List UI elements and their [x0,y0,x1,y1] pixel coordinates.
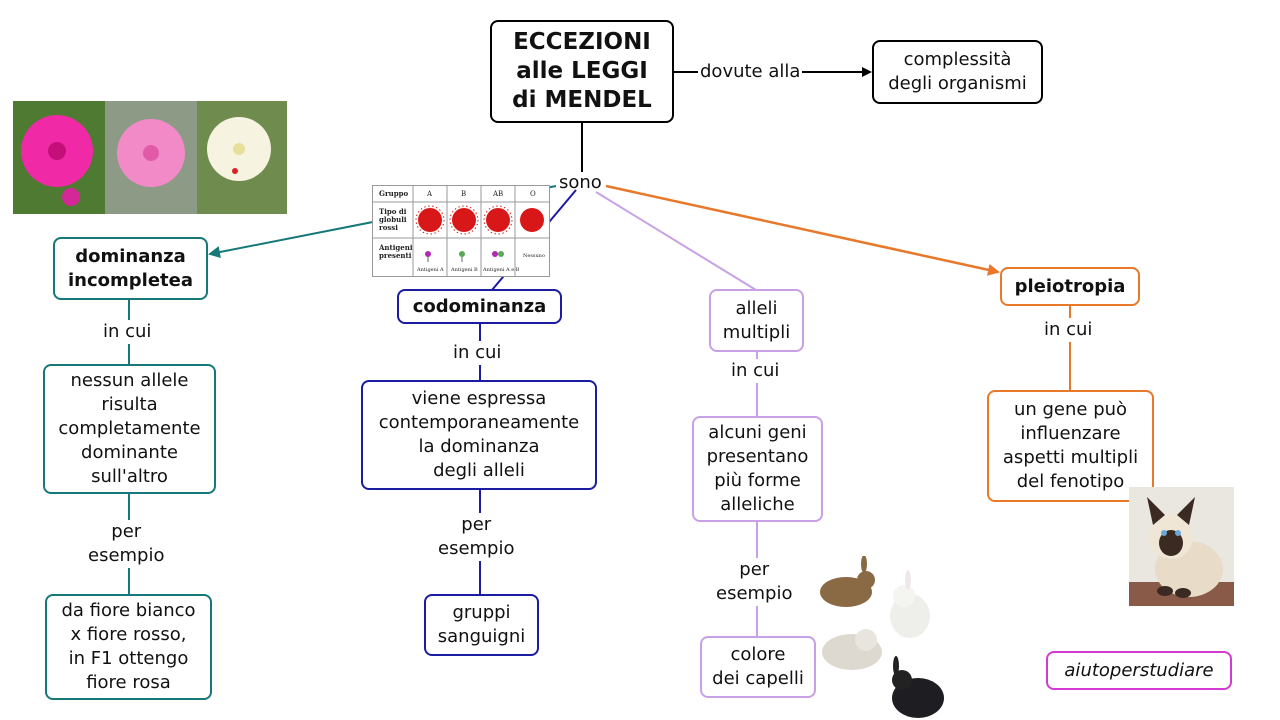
codominance-example: gruppi sanguigni [437,602,526,647]
codominance-title-node: codominanza [397,289,562,324]
brown-rabbit [820,556,875,607]
blood-group-a: A [427,190,433,198]
blood-group-o: O [530,190,536,198]
red-cell-ab [483,205,513,235]
red-cell-o [520,208,544,232]
multiple-title-node: alleli multipli [709,289,804,352]
codominance-link1: in cui [451,341,504,365]
watermark-text: aiutoperstudiare [1064,659,1214,681]
blood-group-table: Gruppo A B AB O Tipo di globuli rossi An… [372,185,550,277]
codominance-title: codominanza [412,295,547,317]
blood-table-header: Gruppo [379,189,409,198]
antigen-none: Nessuno [523,253,545,259]
blood-group-ab: AB [493,190,504,198]
cause-node: complessità degli organismi [872,40,1043,104]
incomplete-example: da fiore bianco x fiore rosso, in F1 ott… [61,600,196,693]
incomplete-desc: nessun allele risulta completamente domi… [58,370,201,487]
white-rabbit [890,570,930,638]
label-dovute-alla: dovute alla [698,60,803,84]
red-cell-b [449,205,479,235]
antigen-a: Antigeni A [417,267,444,273]
multiple-link2: per esempio [714,558,795,606]
incomplete-desc-node: nessun allele risulta completamente domi… [43,364,216,494]
incomplete-title: dominanza incompletea [68,245,193,291]
rabbits-photo [816,556,946,720]
pleiotropy-desc: un gene può influenzare aspetti multipli… [1002,399,1139,492]
multiple-example: colore dei capelli [712,644,804,689]
fluffy-rabbit [822,629,882,670]
red-cell-a [415,205,445,235]
blood-group-b: B [461,190,467,198]
incomplete-link2: per esempio [86,520,167,568]
pleiotropy-title-node: pleiotropia [1000,267,1140,306]
codominance-desc: viene espressa contemporaneamente la dom… [378,388,580,481]
incomplete-title-node: dominanza incompletea [53,237,208,300]
incomplete-example-node: da fiore bianco x fiore rosso, in F1 ott… [45,594,212,700]
pleiotropy-link1: in cui [1042,318,1095,342]
codominance-link2: per esempio [436,513,517,561]
incomplete-link1: in cui [101,320,154,344]
blood-table-row1: Tipo di globuli rossi [379,207,407,232]
blood-table-row2: Antigeni presenti [379,243,413,260]
antigen-ab: Antigeni A e B [483,267,520,273]
label-sono: sono [559,172,602,193]
multiple-desc-node: alcuni geni presentano più forme allelic… [692,416,823,522]
multiple-title: alleli multipli [722,297,791,343]
link-sono-multiple [595,191,757,291]
siamese-cat-photo [1129,487,1234,606]
flowers-photo [13,101,287,214]
multiple-link1: in cui [729,359,782,383]
root-title: ECCEZIONI alle LEGGI di MENDEL [512,29,652,113]
multiple-example-node: colore dei capelli [700,636,816,698]
black-rabbit [892,656,944,718]
codominance-desc-node: viene espressa contemporaneamente la dom… [361,380,597,490]
root-node: ECCEZIONI alle LEGGI di MENDEL [490,20,674,123]
watermark-box: aiutoperstudiare [1046,651,1232,690]
cause-text: complessità degli organismi [888,49,1027,94]
pleiotropy-desc-node: un gene può influenzare aspetti multipli… [987,390,1154,502]
pleiotropy-title: pleiotropia [1014,275,1126,297]
antigen-b: Antigeni B [451,267,478,273]
codominance-example-node: gruppi sanguigni [424,594,539,656]
multiple-desc: alcuni geni presentano più forme allelic… [706,422,809,515]
link-sono-pleiotropy [605,184,1000,276]
